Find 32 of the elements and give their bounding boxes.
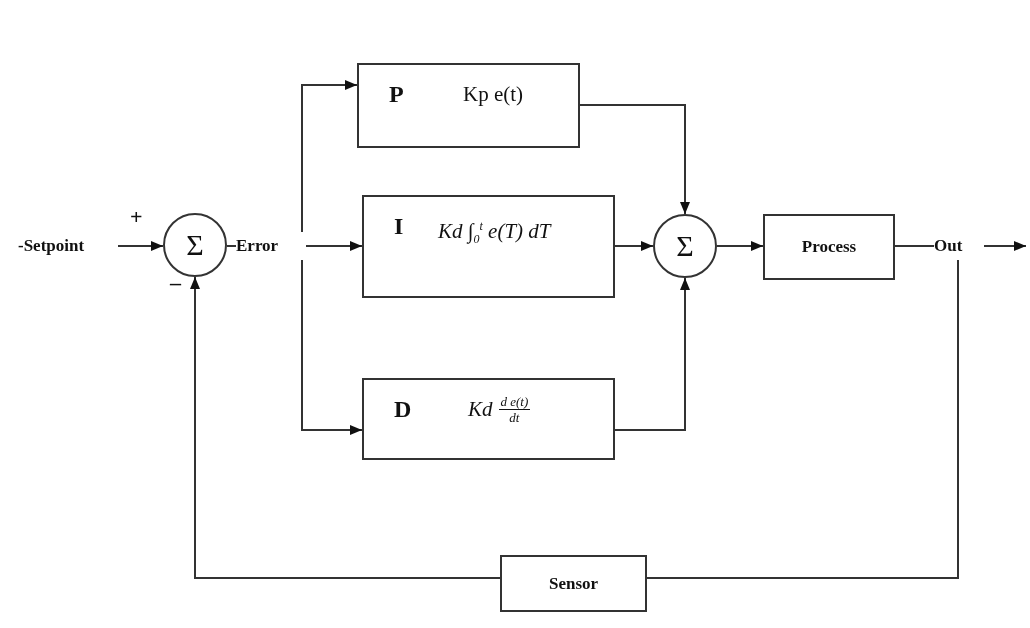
summing-junction: Σ [163, 213, 227, 277]
arrow [579, 104, 690, 215]
summing-junction: Σ [653, 214, 717, 278]
arrow [305, 241, 363, 251]
arrow [301, 80, 358, 233]
arrow [301, 259, 363, 435]
controller-block [362, 378, 615, 460]
block: Sensor [500, 555, 647, 612]
formula: Kd ∫$_{0}$$^{t}$ e(T) dT [438, 218, 551, 249]
signal-label: Out [934, 232, 984, 260]
term-letter: I [394, 212, 405, 241]
arrow [983, 241, 1027, 251]
connector-line [226, 245, 237, 247]
signal-label: Error [236, 232, 306, 260]
term-letter: D [394, 395, 413, 424]
arrow [117, 241, 164, 251]
formula: Kp e(t) [463, 81, 524, 108]
signal-label: -Setpoint [18, 232, 118, 260]
connector-line [646, 259, 959, 579]
controller-block [357, 63, 580, 148]
formula: Kd [468, 396, 493, 423]
arrow [190, 276, 501, 579]
arrow [614, 241, 654, 251]
connector-line [894, 245, 935, 247]
fraction-denominator: dt [509, 410, 520, 425]
fraction-numerator: d e(t) [498, 394, 531, 410]
block: Process [763, 214, 895, 280]
term-letter: P [389, 80, 405, 109]
controller-block [362, 195, 615, 298]
arrow [716, 241, 764, 251]
arrow [614, 277, 690, 431]
sign-label: + [130, 206, 143, 228]
